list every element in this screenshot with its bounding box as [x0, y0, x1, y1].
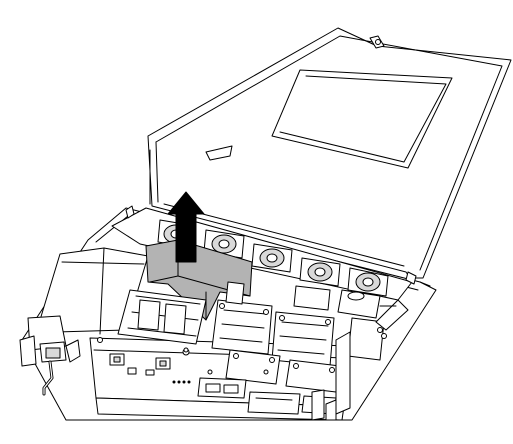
- power-supply: [19, 247, 149, 396]
- dimm-slots: [117, 289, 207, 345]
- open-lid: [147, 27, 512, 279]
- fan-3: [251, 243, 293, 273]
- fan-5: [347, 267, 389, 297]
- up-arrow-icon: [167, 191, 205, 263]
- heatsinks: [211, 299, 341, 393]
- riser-cards: [225, 281, 409, 361]
- rear-io-panel: [97, 331, 351, 421]
- fan-4: [299, 257, 341, 287]
